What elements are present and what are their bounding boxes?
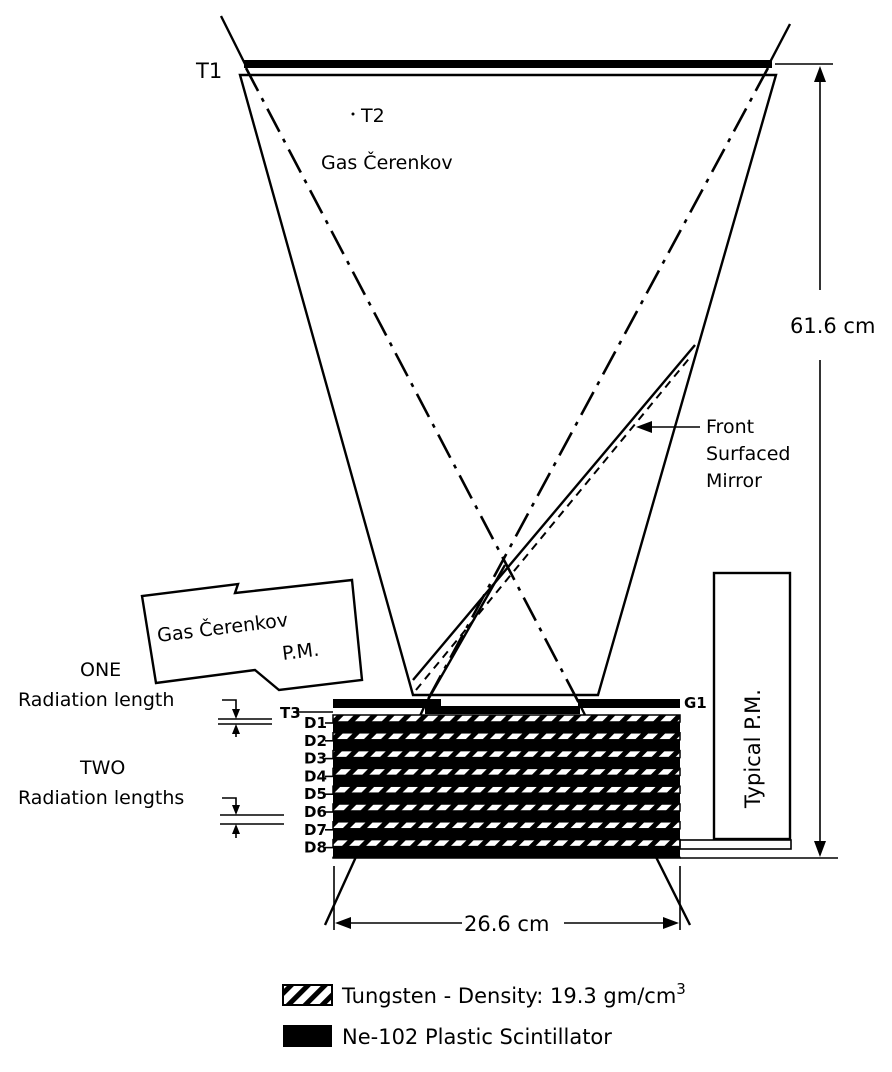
typical-pm-label: Typical P.M.: [741, 689, 765, 809]
typical-pm-light-guide: [679, 839, 792, 850]
tungsten-layer: [332, 785, 681, 794]
scintillator-layer-d6: [333, 811, 680, 822]
height-dim-arrow-up: [814, 66, 826, 82]
height-dim-arrow-down: [814, 841, 826, 857]
one-rl-label-line1: ONE: [80, 659, 121, 681]
two-rl-arrow-down: [232, 805, 240, 815]
scintillator-layer-d7: [333, 828, 680, 840]
legend-tungsten-text: Tungsten - Density: 19.3 gm/cm: [341, 984, 676, 1008]
t3-scintillator: [425, 706, 580, 714]
tungsten-layer: [332, 732, 681, 741]
height-dimension-label: 61.6 cm: [790, 314, 875, 338]
mirror-arrow-head: [636, 421, 652, 433]
layer-label-d5: D5: [304, 785, 327, 803]
t2-label: T2: [360, 105, 385, 127]
g1-label: G1: [684, 694, 707, 712]
one-rl-arrow-down: [232, 709, 240, 719]
layer-label-d4: D4: [304, 767, 327, 785]
tungsten-layer: [332, 767, 681, 777]
legend: Tungsten - Density: 19.3 gm/cm3 Ne-102 P…: [282, 980, 686, 1049]
gas-cerenkov-label: Gas Čerenkov: [321, 150, 453, 174]
trajectory-left-to-right: [244, 67, 582, 706]
tungsten-layer: [332, 749, 681, 759]
gas-cerenkov-pm-housing: [140, 578, 364, 692]
layer-label-d6: D6: [304, 803, 327, 821]
ray-left-top: [219, 15, 248, 67]
gas-cerenkov-pm-label-line1: Gas Čerenkov: [156, 607, 290, 647]
g1-scintillator-left: [333, 699, 441, 708]
one-rl-label-line2: Radiation length: [18, 689, 174, 711]
layer-label-d8: D8: [304, 839, 327, 857]
mirror-back-surface: [415, 354, 693, 691]
mirror-surface: [412, 344, 696, 681]
width-dim-arrow-left: [335, 917, 351, 929]
layer-label-d7: D7: [304, 821, 327, 839]
width-dimension-label: 26.6 cm: [464, 912, 549, 936]
tungsten-layer: [332, 821, 681, 830]
t2-dot: [351, 112, 355, 116]
scintillator-layer-d1: [333, 722, 680, 733]
width-dim-arrow-right: [663, 917, 679, 929]
legend-tungsten-superscript: 3: [676, 980, 686, 998]
trajectory-right-to-left: [423, 67, 770, 706]
tungsten-layer: [332, 714, 681, 723]
ray-right-top: [766, 23, 792, 67]
cerenkov-cone: [238, 73, 778, 697]
legend-scintillator-label: Ne-102 Plastic Scintillator: [342, 1025, 612, 1049]
scintillator-layer-d8: [333, 846, 680, 858]
two-rl-label-line2: Radiation lengths: [18, 787, 184, 809]
mirror-label-line3: Mirror: [706, 470, 762, 492]
scintillator-layer-d2: [333, 739, 680, 751]
tungsten-layer: [332, 838, 681, 848]
tungsten-layer: [332, 803, 681, 812]
tungsten-layer: [332, 856, 681, 859]
gas-cerenkov-pm-label-line2: P.M.: [281, 639, 320, 665]
t3-label: T3: [280, 704, 301, 722]
mirror-label-line1: Front: [706, 416, 754, 438]
g1-scintillator-right: [578, 699, 680, 708]
typical-pm-box: [712, 571, 792, 841]
layer-label-d1: D1: [304, 714, 327, 732]
layer-label-d3: D3: [304, 750, 327, 768]
mirror-label-line2: Surfaced: [706, 443, 790, 465]
layer-label-d2: D2: [304, 732, 327, 750]
two-rl-arrow-up: [232, 824, 240, 834]
t1-label: T1: [195, 59, 222, 83]
legend-tungsten-label: Tungsten - Density: 19.3 gm/cm3: [341, 980, 686, 1008]
two-rl-label-line1: TWO: [79, 757, 125, 779]
legend-scintillator-swatch: [283, 1025, 332, 1047]
one-rl-arrow-up: [232, 724, 240, 734]
scintillator-layer-d4: [333, 775, 680, 787]
t1-scintillator: [244, 60, 772, 68]
scintillator-layer-d3: [333, 757, 680, 769]
scintillator-layer-d5: [333, 793, 680, 804]
legend-tungsten-swatch: [282, 984, 333, 1006]
